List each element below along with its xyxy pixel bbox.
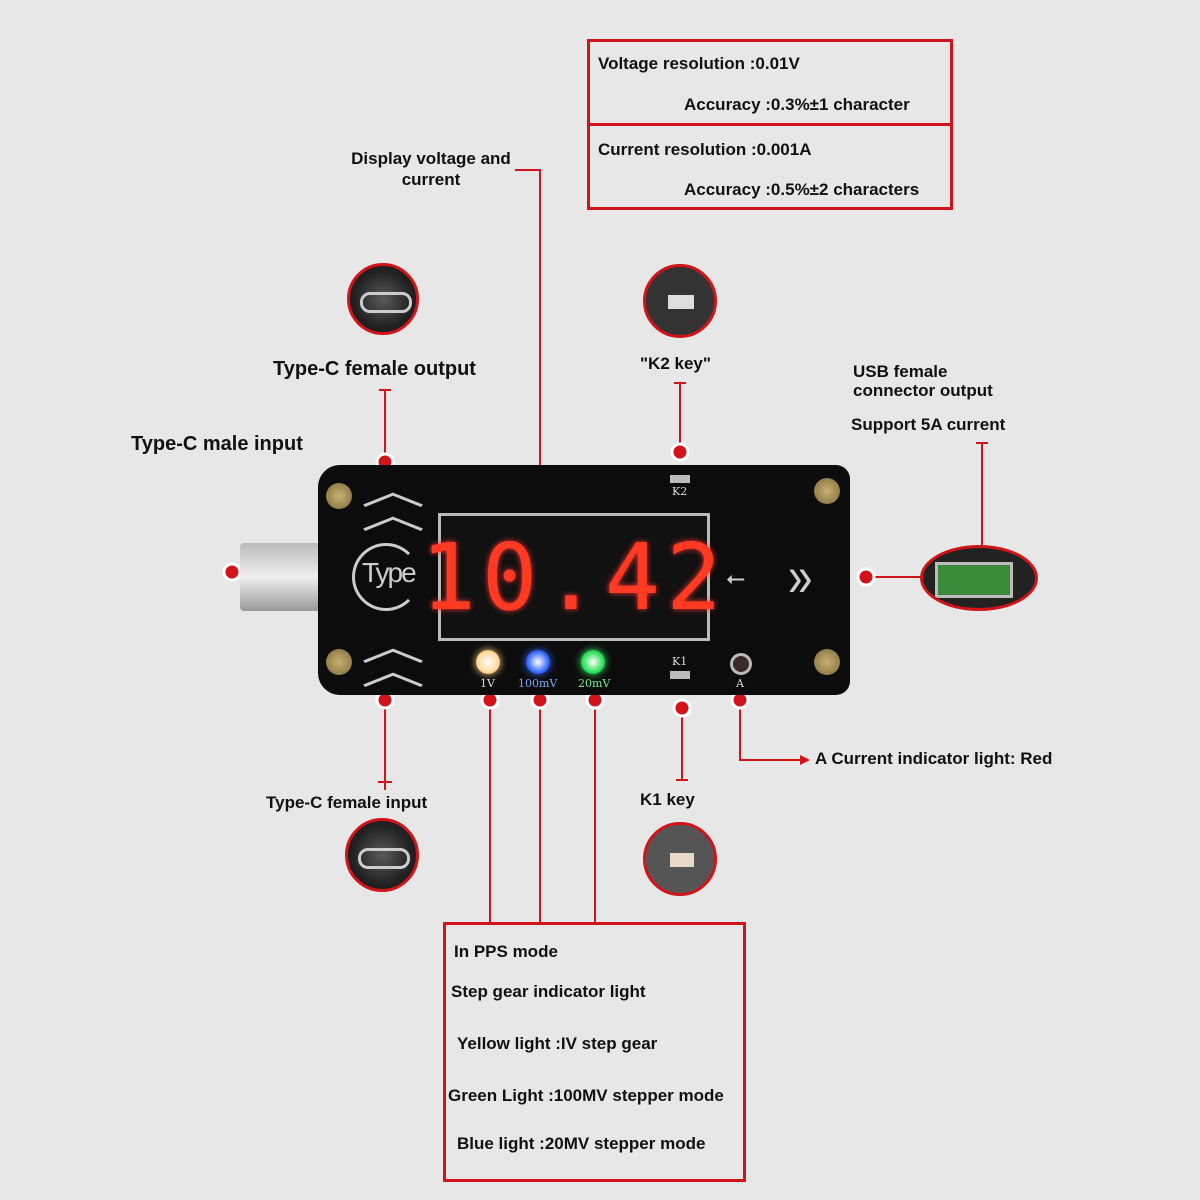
chevron-right-icon: » (788, 545, 813, 610)
typec-male-connector (240, 543, 322, 611)
k1-key[interactable] (670, 671, 690, 679)
pps-line: In PPS mode (454, 942, 558, 961)
typec-female-output-photo (347, 263, 419, 335)
usb-meter-device: ︿︿ ︿︿ Type 10.42 K2 K1 1V 100mV 20mV A ⭠… (318, 465, 850, 695)
led-label-20mv: 20mV (578, 677, 611, 690)
screw (326, 483, 352, 509)
usb-support-label: Support 5A current (851, 415, 1006, 434)
voltage-resolution: Voltage resolution :0.01V (598, 54, 800, 73)
typec-male-input-label: Type-C male input (131, 433, 303, 455)
current-accuracy: Accuracy :0.5%±2 characters (684, 180, 920, 199)
typec-female-output-label: Type-C female output (273, 358, 476, 380)
a-label: A (736, 677, 744, 690)
pps-line: Blue light :20MV stepper mode (457, 1134, 706, 1153)
k1-key-label: K1 key (640, 790, 695, 809)
pps-mode-box: In PPS mode Step gear indicator light Ye… (443, 922, 746, 1182)
current-resolution: Current resolution :0.001A (598, 140, 812, 159)
usb-output-label: USB female connector output (853, 362, 993, 400)
screw (326, 649, 352, 675)
spec-box: Voltage resolution :0.01V Accuracy :0.3%… (587, 39, 953, 210)
k2-key[interactable] (670, 475, 690, 483)
pps-line: Green Light :100MV stepper mode (448, 1086, 724, 1105)
typec-female-input-label: Type-C female input (266, 793, 428, 812)
screw (814, 478, 840, 504)
seven-segment-display: 10.42 (421, 513, 721, 641)
k2-key-label: "K2 key" (640, 354, 711, 373)
k1-label: K1 (672, 655, 688, 668)
green-led (581, 650, 605, 674)
k2-key-photo (643, 264, 717, 338)
chevron-up-icon: ︿︿ (361, 625, 425, 693)
usb-port-photo (920, 545, 1038, 611)
screw (814, 649, 840, 675)
pps-line: Step gear indicator light (451, 982, 646, 1001)
voltage-accuracy: Accuracy :0.3%±1 character (684, 95, 910, 114)
chevron-up-icon: ︿︿ (361, 469, 425, 537)
led-label-100mv: 100mV (518, 677, 558, 690)
typec-logo-text: Type (362, 557, 417, 588)
current-indicator-led (730, 653, 752, 675)
blue-led (526, 650, 550, 674)
usb-icon: ⭠ (726, 565, 746, 592)
current-indicator-label: A Current indicator light: Red (815, 749, 1053, 768)
pps-line: Yellow light :IV step gear (457, 1034, 658, 1053)
k1-key-photo (643, 822, 717, 896)
display-reading: 10.42 (420, 523, 728, 631)
k2-label: K2 (672, 485, 688, 498)
led-label-1v: 1V (480, 677, 495, 690)
typec-logo (352, 543, 420, 611)
yellow-led (476, 650, 500, 674)
typec-female-input-photo (345, 818, 419, 892)
display-label: Display voltage and current (351, 149, 511, 189)
